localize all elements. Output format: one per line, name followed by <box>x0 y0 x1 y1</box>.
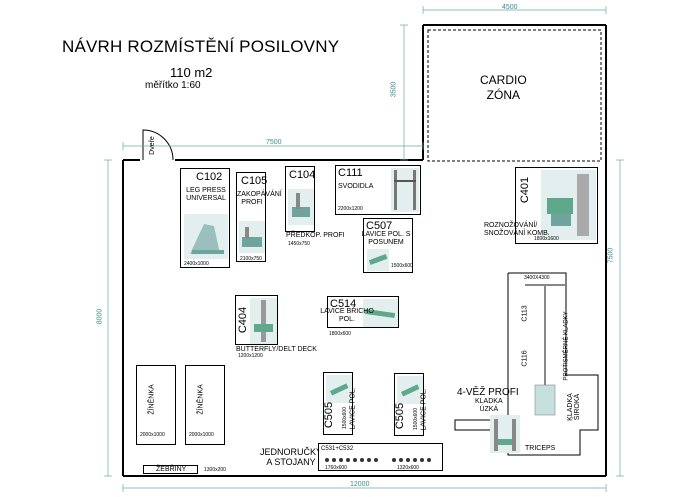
plan-title: NÁVRH ROZMÍSTĚNÍ POSILOVNY <box>62 37 340 56</box>
dumbbells-label: JEDNORUČKY A STOJANY <box>260 447 323 467</box>
mat-label: ŽÍNĚNKA <box>148 384 156 415</box>
bench-image <box>326 375 352 403</box>
bench-image <box>367 249 389 271</box>
machine-code: C404 <box>237 306 250 334</box>
abductor-image <box>541 170 596 240</box>
dumbbell-rack-image <box>325 458 431 462</box>
machine-code: C505 <box>394 402 407 430</box>
dim-top-right: 4500 <box>502 4 518 11</box>
dim-cardio-height: 3500 <box>390 81 398 98</box>
tower-c116: C116 <box>521 350 529 367</box>
machine-c111: C111 SVODIDLA 2200x1200 <box>335 165 421 215</box>
wall-bars-label: ŽEBŘINY <box>156 466 187 473</box>
machine-code: C505 <box>323 401 336 429</box>
tower-vertical-label: PROTISMĚRNÉ KLADKY <box>563 311 570 381</box>
machine-c505-b: C505 LAVICE POL. 1500x600 <box>394 373 428 436</box>
machine-c507: C507 1500x600 <box>363 218 413 273</box>
tower-kladka-siroka: KLADKA ŠIROKÁ <box>566 393 581 421</box>
c404-size: 1200x1200 <box>238 353 263 359</box>
cardio-zone-label: CARDIO ZÓNA <box>480 73 527 103</box>
ab-bench-image <box>363 299 398 327</box>
machine-size: 1500x600 <box>341 407 348 429</box>
machine-code: C111 <box>338 167 363 179</box>
tower-kladka-uzka: KLADKA ÚZKÁ <box>475 398 503 413</box>
c507-name: LAVICE POL. S POSUNEM <box>361 231 411 246</box>
c104-size: 1450x750 <box>288 241 310 247</box>
machine-c105: C105 ZAKOPÁVÁNÍ PROFI 2100x750 <box>236 172 282 262</box>
machine-name: SVODIDLA <box>338 183 374 190</box>
bench-image <box>397 376 423 404</box>
machine-c104: C104 <box>285 166 315 232</box>
machine-name: LEG PRESS UNIVERSAL <box>186 187 226 202</box>
machine-code: C514 <box>330 298 357 310</box>
dim-right-side: 7500 <box>607 247 615 264</box>
c514-name: LAVICE BŘICHO POL. <box>320 308 374 323</box>
machine-c102: C102 LEG PRESS UNIVERSAL 2400x1000 <box>180 168 230 268</box>
dim-bottom: 12000 <box>350 481 370 488</box>
machine-size: 1500x600 <box>391 263 413 269</box>
tower-c113: C113 <box>521 305 529 322</box>
smith-machine-image <box>391 168 419 212</box>
tower-profi: 4-VĚŽ PROFI <box>457 387 519 398</box>
c104-name: PŘEDKOP. PROFI <box>286 232 345 239</box>
machine-code: C401 <box>519 176 532 204</box>
machine-code: C105 <box>241 175 268 187</box>
machine-c404: C404 <box>235 295 278 345</box>
wall-bars-size: 1300x200 <box>204 467 226 473</box>
mat-label: ŽÍNĚNKA <box>197 384 205 415</box>
tower-triceps: TRICEPS <box>525 445 556 452</box>
mat-1: ŽÍNĚNKA 2000x1000 <box>136 365 176 445</box>
machine-name: ZAKOPÁVÁNÍ PROFI <box>237 191 282 206</box>
machine-c505-a: C505 LAVICE POL. 1500x600 <box>323 372 357 435</box>
machine-size: 2400x1000 <box>184 261 209 267</box>
c514-size: 1800x600 <box>329 331 351 337</box>
mat-2: ŽÍNĚNKA 2000x1000 <box>185 365 225 445</box>
tower-station-image <box>490 415 520 453</box>
door-label: Dveře <box>148 136 156 155</box>
dumbbells-code: C531+C532 <box>321 446 354 452</box>
leg-extension-image <box>288 189 314 225</box>
mat-size: 2000x1000 <box>189 432 214 438</box>
machine-size: 1800x1600 <box>534 236 559 242</box>
dumbbell-racks: C531+C532 1760x600 1320x600 <box>318 443 443 471</box>
scale-label: měřítko 1:60 <box>145 80 201 91</box>
c404-name: BUTTERFLY/DELT DECK <box>236 346 317 353</box>
machine-name: LAVICE POL. <box>349 387 357 430</box>
machine-c401: C401 1800x1600 <box>515 167 598 244</box>
dim-top-left: 7500 <box>266 139 282 146</box>
machine-c514: C514 <box>327 296 399 328</box>
machine-size: 1500x600 <box>412 408 419 430</box>
c401-name: ROZNOŽOVÁNÍ/ SNOŽOVÁNÍ KOMB. <box>484 222 550 237</box>
machine-code: C104 <box>289 169 316 181</box>
dumbbells-size1: 1760x600 <box>325 465 347 471</box>
wall-bars: ŽEBŘINY <box>143 465 198 474</box>
butterfly-image <box>250 298 277 344</box>
leg-press-image <box>184 214 228 259</box>
cardio-line1: CARDIO <box>480 73 527 87</box>
leg-curl-image <box>239 221 265 253</box>
tower-size: 3400X4300 <box>524 275 550 281</box>
machine-size: 2100x750 <box>240 256 262 262</box>
machine-size: 2200x1200 <box>338 206 363 212</box>
machine-code: C507 <box>366 220 393 232</box>
area-label: 110 m2 <box>170 65 213 80</box>
machine-name: LAVICE POL. <box>420 388 428 431</box>
dim-left-side: 8000 <box>96 308 104 325</box>
mat-size: 2000x1000 <box>140 432 165 438</box>
cardio-line2: ZÓNA <box>486 88 520 102</box>
dumbbells-size2: 1320x600 <box>397 465 419 471</box>
machine-code: C102 <box>196 171 223 183</box>
